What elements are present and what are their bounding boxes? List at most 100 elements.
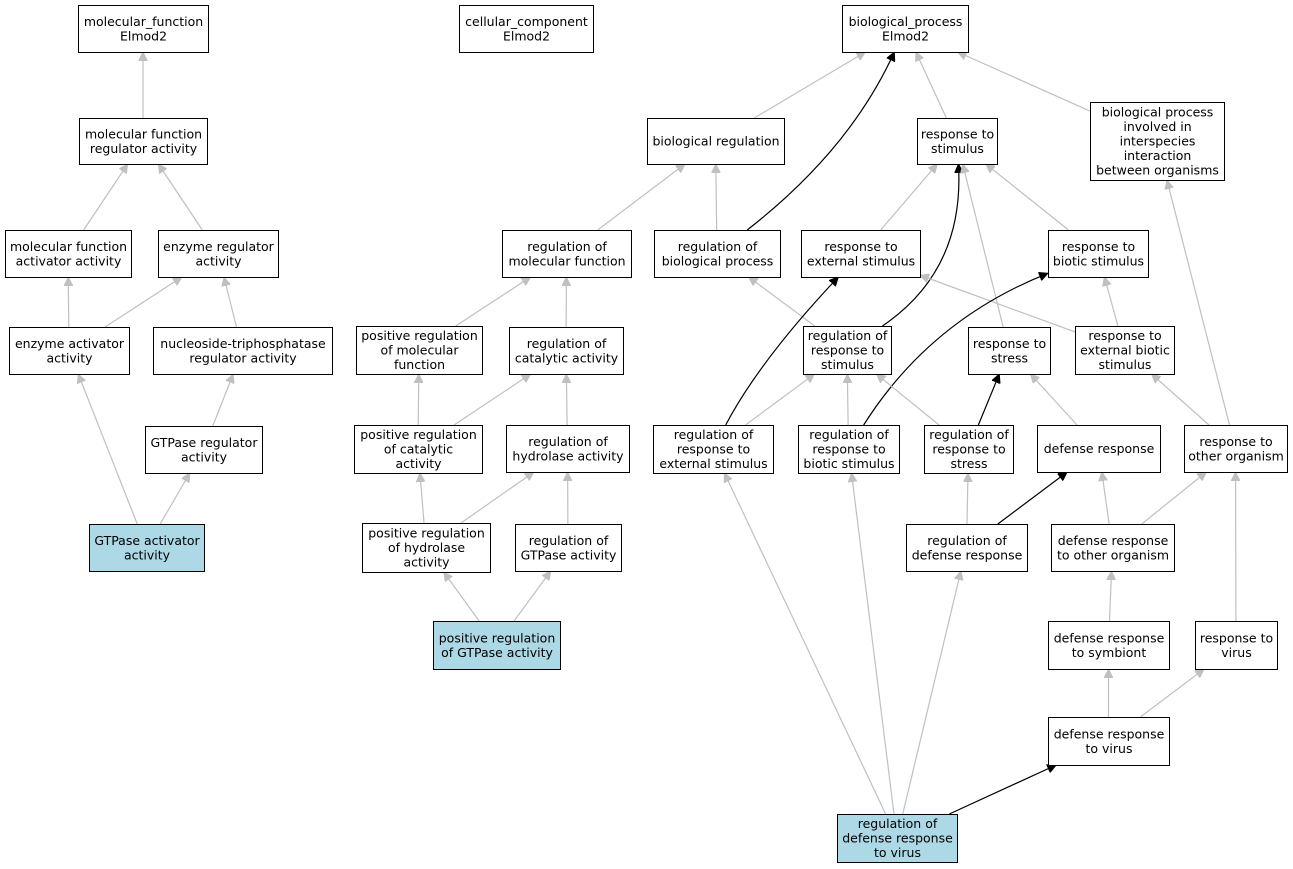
node-label-reg_resp_bio-2: biotic stimulus — [803, 456, 894, 471]
node-label-reg_cat-0: regulation of — [527, 336, 607, 351]
node-label-mf_reg-1: regulator activity — [90, 141, 198, 156]
edge-def_other-to-resp_other — [1141, 472, 1207, 525]
node-label-reg_cat-1: catalytic activity — [515, 350, 619, 365]
node-label-resp_stress-0: response to — [973, 336, 1046, 351]
node-box-mf_root — [78, 5, 209, 53]
node-label-pos_reg_mf-2: function — [394, 357, 445, 372]
node-label-ntp_reg-1: regulator activity — [189, 350, 297, 365]
edge-reg_bp-to-bp_root — [746, 52, 894, 231]
node-label-enz_act-1: activity — [46, 350, 93, 365]
edge-reg_resp_ext-to-reg_resp_stim — [745, 374, 814, 426]
edge-resp_stim-to-bp_root — [916, 52, 947, 119]
edge-reg_resp_stress-to-resp_stress — [977, 374, 999, 426]
node-label-def_virus-1: to virus — [1086, 741, 1133, 756]
node-box-resp_ext_bio — [1075, 326, 1175, 375]
edge-pos_reg_mf-to-reg_mf — [455, 277, 531, 327]
node-label-mf_root-1: Elmod2 — [120, 28, 167, 43]
node-label-pos_reg_gtp-0: positive regulation — [439, 630, 556, 645]
node-label-reg_mf-1: molecular function — [508, 253, 625, 268]
node-label-resp_ext-0: response to — [824, 239, 897, 254]
edge-reg_def_virus-to-reg_def — [902, 571, 961, 815]
edge-pos_reg_gtp-to-reg_gtp — [513, 571, 551, 622]
edge-resp_ext_bio-to-resp_bio — [1104, 277, 1119, 327]
node-label-pos_reg_cat-1: of catalytic — [384, 442, 453, 457]
node-label-def_symb-1: to symbiont — [1072, 645, 1147, 660]
edge-pos_reg_hyd-to-reg_hyd — [460, 472, 534, 524]
node-box-cc_root — [459, 5, 594, 53]
node-def_resp[interactable]: defense response — [1037, 425, 1161, 473]
node-label-bp_root-1: Elmod2 — [882, 28, 929, 43]
node-box-gtpase_reg — [145, 426, 263, 474]
edge-resp_other-to-resp_ext_bio — [1152, 374, 1210, 426]
node-label-reg_gtp-0: regulation of — [529, 533, 609, 548]
edge-mf_act-to-mf_reg — [83, 164, 128, 231]
node-bio_reg[interactable]: biological regulation — [647, 118, 785, 165]
node-label-def_other-0: defense response — [1058, 533, 1169, 548]
node-label-cc_root-0: cellular_component — [465, 14, 588, 29]
node-label-gtpase_act-1: activity — [124, 547, 171, 562]
edge-def_other-to-def_resp — [1102, 472, 1110, 525]
node-box-def_resp — [1037, 425, 1161, 473]
node-label-enz_reg-0: enzyme regulator — [163, 239, 275, 254]
node-box-def_symb — [1048, 621, 1170, 670]
node-label-reg_resp_bio-1: response to — [812, 442, 885, 457]
node-label-resp_ext_bio-1: external biotic — [1080, 343, 1170, 358]
node-label-reg_resp_ext-2: external stimulus — [659, 456, 767, 471]
node-label-resp_stim-0: response to — [921, 126, 994, 141]
node-label-resp_ext-1: external stimulus — [807, 253, 915, 268]
edge-gtpase_reg-to-ntp_reg — [212, 374, 233, 427]
node-box-reg_resp_stim — [803, 326, 892, 375]
edge-pos_reg_gtp-to-pos_reg_hyd — [444, 572, 480, 622]
node-box-reg_def — [906, 524, 1028, 572]
node-label-resp_ext_bio-2: stimulus — [1099, 357, 1152, 372]
node-label-reg_def_virus-0: regulation of — [858, 816, 938, 831]
node-label-pos_reg_mf-1: of molecular — [380, 343, 459, 358]
node-box-def_other — [1051, 524, 1175, 572]
node-label-def_virus-0: defense response — [1054, 726, 1165, 741]
node-label-reg_resp_stress-0: regulation of — [929, 427, 1009, 442]
edge-pos_reg_hyd-to-pos_reg_cat — [420, 473, 424, 524]
node-label-gtpase_act-0: GTPase activator — [94, 533, 200, 548]
node-label-reg_bp-1: biological process — [662, 253, 774, 268]
node-label-pos_reg_hyd-0: positive regulation — [368, 526, 485, 541]
node-label-reg_resp_ext-0: regulation of — [674, 427, 754, 442]
edge-reg_def_virus-to-reg_resp_bio — [851, 473, 895, 815]
